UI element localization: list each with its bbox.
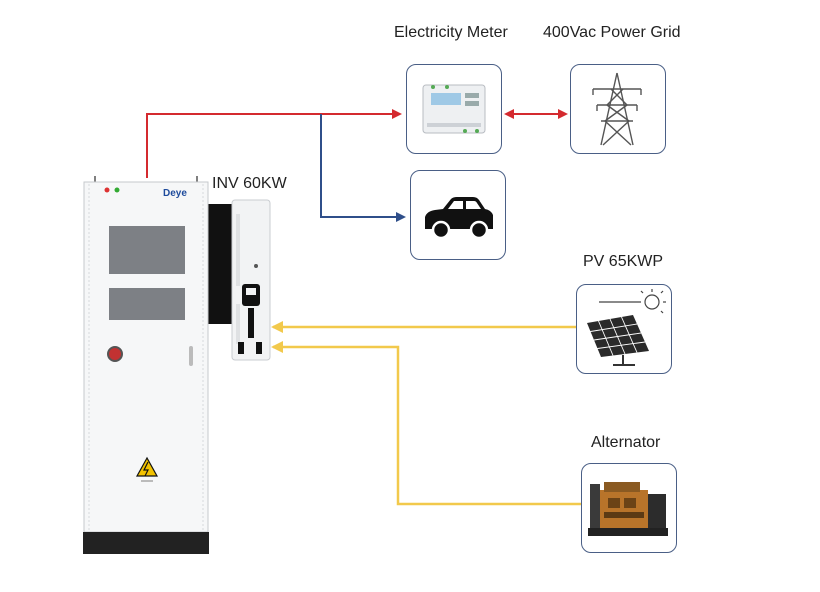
solar-panel-icon: [587, 289, 666, 366]
ev-line: [320, 114, 406, 222]
pv-label: PV 65KWP: [583, 253, 664, 270]
power-grid-label: 400Vac Power Grid: [543, 24, 681, 41]
ev-car-box: [410, 170, 506, 260]
pv-panel-box: [576, 284, 672, 374]
electricity-meter-label: Electricity Meter: [394, 24, 508, 41]
transmission-tower-icon: [592, 72, 642, 146]
alternator-label: Alternator: [591, 434, 661, 451]
electricity-meter-box: [406, 64, 502, 154]
electricity-meter-icon: [422, 84, 486, 134]
generator-icon: [588, 482, 668, 536]
inverter-unit: [208, 199, 271, 361]
alternator-box: [581, 463, 677, 553]
ac-line-cabinet-to-meter: [146, 109, 402, 178]
power-grid-box: [570, 64, 666, 154]
alternator-line: [271, 341, 581, 506]
battery-cabinet: Deye: [83, 176, 209, 554]
inverter-label: INV 60KW: [212, 175, 287, 192]
car-icon: [425, 197, 493, 240]
cabinet-graphic: [83, 176, 209, 554]
cabinet-brand-logo: Deye: [163, 188, 187, 199]
